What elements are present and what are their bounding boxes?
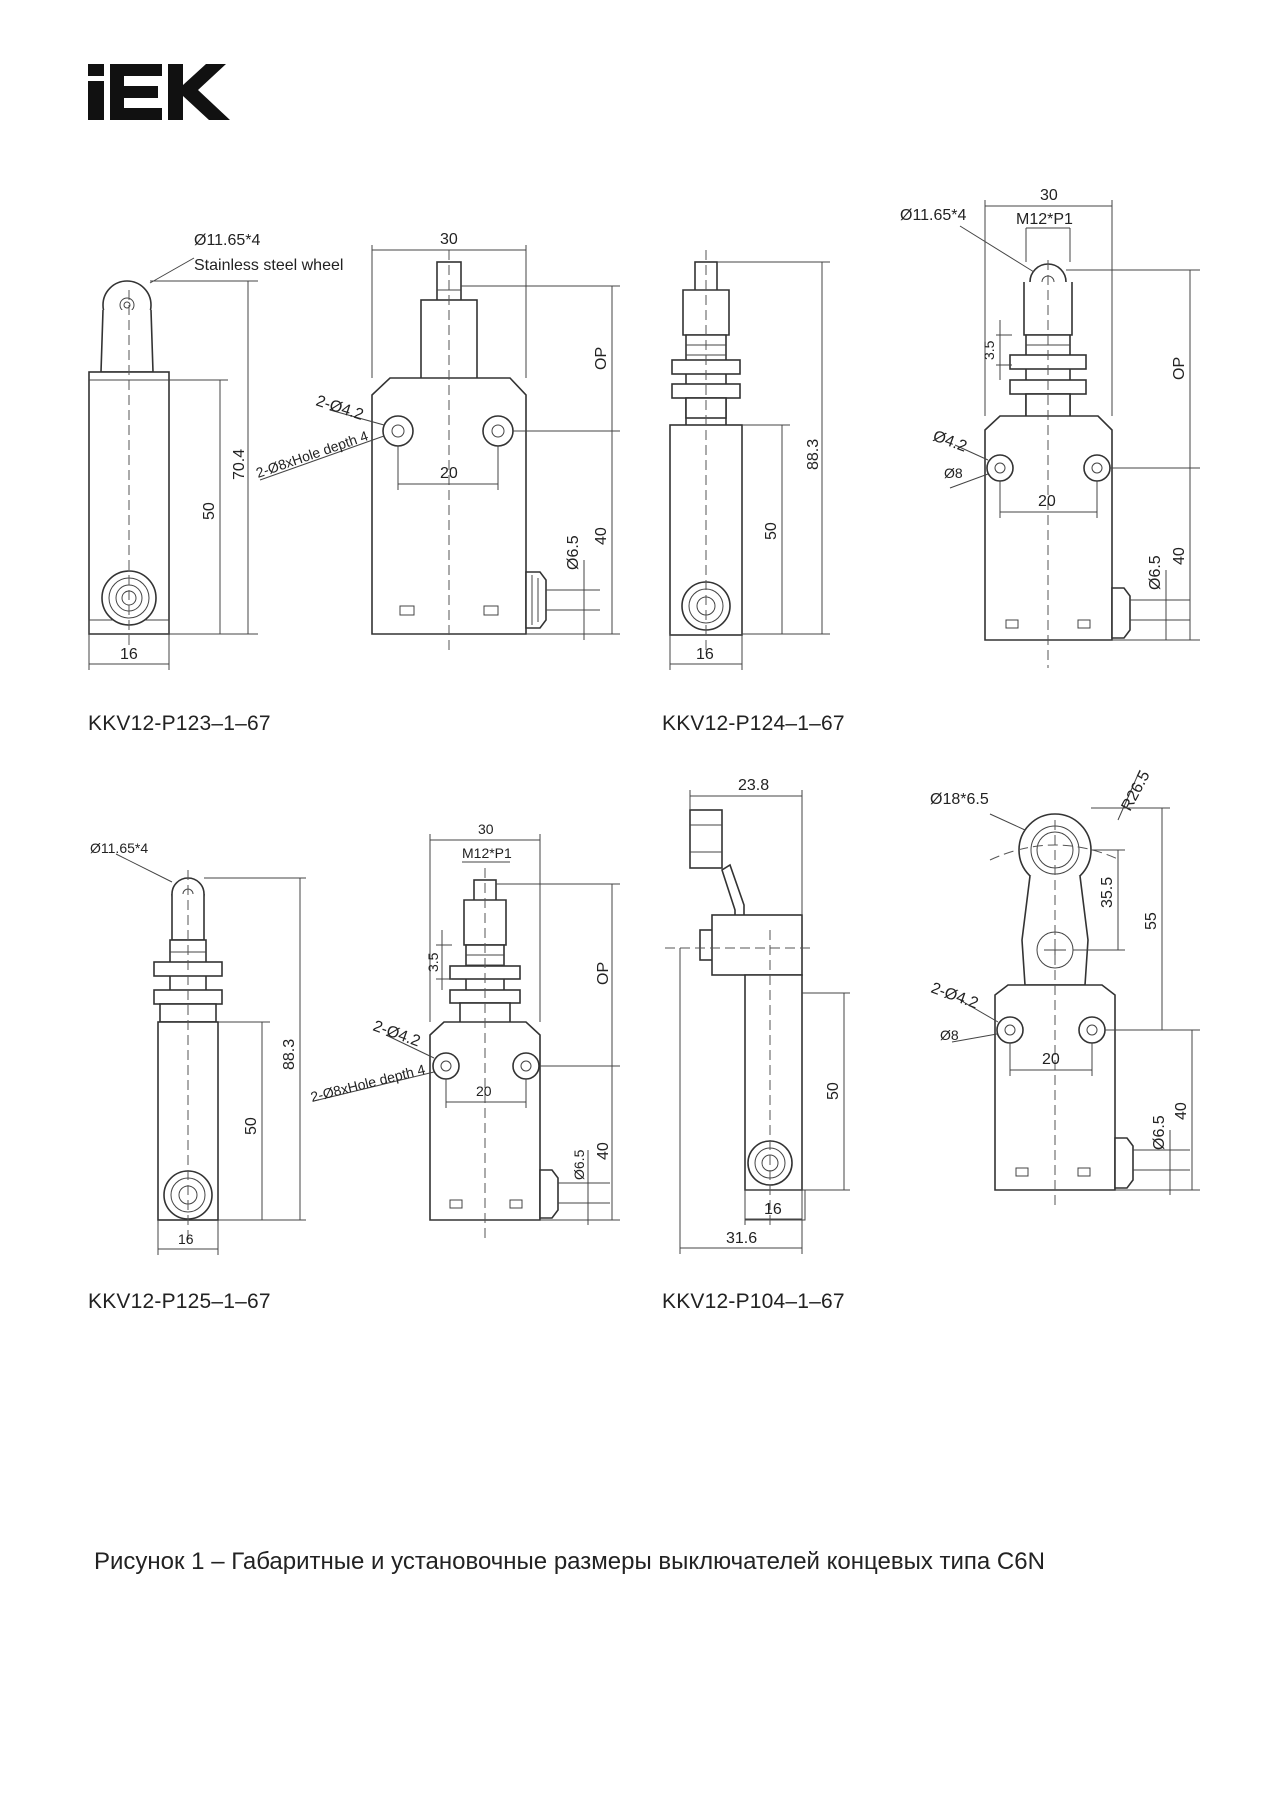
model-label-p125: KKV12-P125–1–67 xyxy=(88,1290,271,1313)
drawing-p124-side: 88.3 50 16 xyxy=(669,250,830,670)
dim-88-3: 88.3 xyxy=(805,439,822,470)
dim-6-5: Ø6.5 xyxy=(565,535,582,570)
dim-31-6: 31.6 xyxy=(726,1230,757,1247)
dim-op-b: OP xyxy=(1171,357,1188,380)
iek-logo xyxy=(88,64,230,120)
dim-wheel-dia-b: Ø11.65*4 xyxy=(900,207,967,224)
dim-50: 50 xyxy=(201,502,218,520)
dim-3-5: 3.5 xyxy=(981,340,997,360)
dim-6-5-c: Ø6.5 xyxy=(571,1149,587,1180)
dim-20-d: 20 xyxy=(1042,1051,1060,1068)
dim-wheel-note: Stainless steel wheel xyxy=(194,257,343,274)
dim-70-4: 70.4 xyxy=(231,449,248,480)
dim-m12: M12*P1 xyxy=(1016,211,1073,228)
dim-16: 16 xyxy=(120,646,138,663)
model-label-p124: KKV12-P124–1–67 xyxy=(662,712,845,735)
dim-r26-5: R26.5 xyxy=(1119,768,1154,814)
drawing-p104-front: Ø18*6.5 R26.5 35.5 55 40 Ø6.5 20 2-Ø4.2 … xyxy=(929,768,1200,1210)
dim-16-b: 16 xyxy=(696,646,714,663)
dim-20-b: 20 xyxy=(1038,493,1056,510)
dim-30-b: 30 xyxy=(1040,187,1058,204)
drawing-p125-front: 30 M12*P1 OP 40 Ø6.5 3.5 20 2-Ø4.2 2-Ø8x… xyxy=(309,821,620,1240)
drawing-p104-side: 23.8 50 16 31.6 xyxy=(665,777,850,1254)
dim-hole-depth: 2-Ø8xHole depth 4 xyxy=(254,427,371,480)
dim-op-c: OP xyxy=(595,962,612,985)
dim-30: 30 xyxy=(440,231,458,248)
model-label-p123: KKV12-P123–1–67 xyxy=(88,712,271,735)
dim-hole-depth-b: 2-Ø8xHole depth 4 xyxy=(309,1061,427,1105)
dim-40-c: 40 xyxy=(595,1142,612,1160)
dim-8-b: Ø8 xyxy=(940,1027,959,1043)
dim-8: Ø8 xyxy=(944,465,963,481)
dim-40-b: 40 xyxy=(1171,547,1188,565)
dim-35-5: 35.5 xyxy=(1099,877,1116,908)
dim-6-5-b: Ø6.5 xyxy=(1147,555,1164,590)
dim-23-8: 23.8 xyxy=(738,777,769,794)
dim-2-4-2-c: 2-Ø4.2 xyxy=(929,980,981,1013)
dim-30-c: 30 xyxy=(478,821,494,837)
dim-18-6-5: Ø18*6.5 xyxy=(930,791,989,808)
figure-caption: Рисунок 1 – Габаритные и установочные ра… xyxy=(94,1548,1045,1575)
dim-16-c: 16 xyxy=(178,1231,194,1247)
dim-20: 20 xyxy=(440,465,458,482)
dim-88-3-b: 88.3 xyxy=(281,1039,298,1070)
dim-20-c: 20 xyxy=(476,1083,492,1099)
dim-40: 40 xyxy=(593,527,610,545)
dim-16-d: 16 xyxy=(764,1201,782,1218)
dim-55: 55 xyxy=(1143,912,1160,930)
dim-wheel-dia: Ø11.65*4 xyxy=(194,232,261,249)
dim-50-c: 50 xyxy=(243,1117,260,1135)
dim-50-b: 50 xyxy=(763,522,780,540)
dim-2-4-2: 2-Ø4.2 xyxy=(314,393,366,424)
dim-m12-b: M12*P1 xyxy=(462,845,512,861)
model-label-p104: KKV12-P104–1–67 xyxy=(662,1290,845,1313)
dim-wheel-dia-c: Ø11.65*4 xyxy=(90,840,148,856)
dim-50-d: 50 xyxy=(825,1082,842,1100)
drawing-p123-front: 30 OP 40 Ø6.5 20 2-Ø4.2 2-Ø8xHole depth … xyxy=(254,231,620,650)
dim-3-5-b: 3.5 xyxy=(425,952,441,972)
dim-6-5-d: Ø6.5 xyxy=(1151,1115,1168,1150)
drawing-p124-front: 30 M12*P1 Ø11.65*4 OP 40 Ø6.5 3.5 20 Ø4.… xyxy=(900,187,1200,668)
dim-2-4-2-b: 2-Ø4.2 xyxy=(371,1018,423,1051)
dim-4-2: Ø4.2 xyxy=(931,428,970,456)
dim-40-d: 40 xyxy=(1173,1102,1190,1120)
drawing-p125-side: Ø11.65*4 88.3 50 16 xyxy=(90,840,306,1255)
dim-op: OP xyxy=(593,347,610,370)
drawing-p123-side: Ø11.65*4 Stainless steel wheel 70.4 50 1… xyxy=(88,232,343,670)
